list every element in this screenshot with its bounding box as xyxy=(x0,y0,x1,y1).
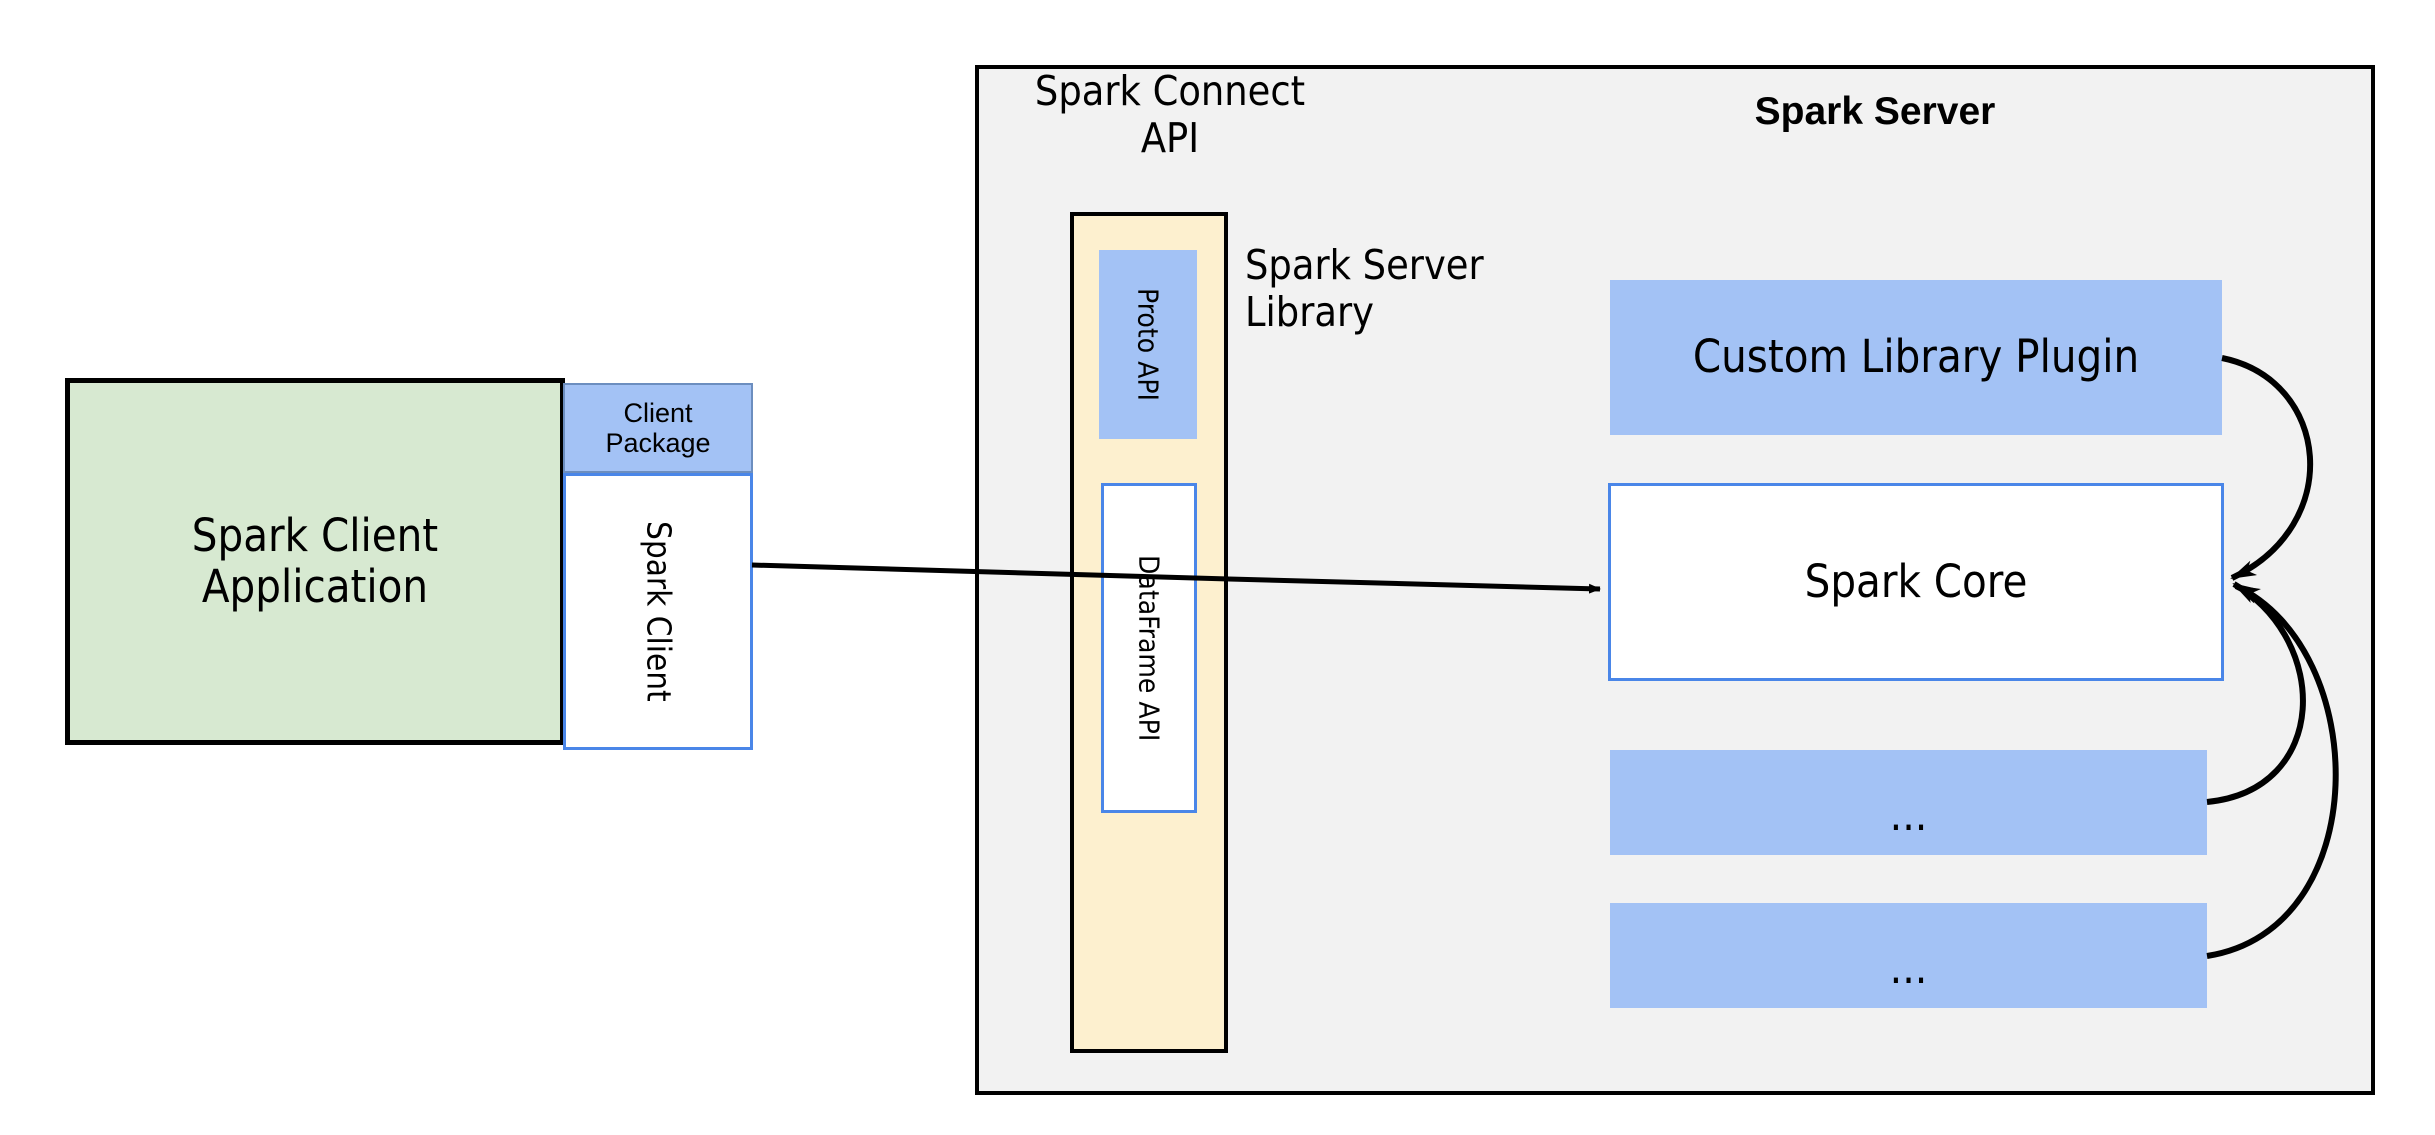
dataframe-api-label: DataFrame API xyxy=(1132,554,1166,742)
proto-api-box[interactable]: Proto API xyxy=(1099,250,1197,439)
spark-server-title: Spark Server xyxy=(1754,90,1996,133)
spark-core-box[interactable]: Spark Core xyxy=(1608,483,2224,681)
spark-client-label: Spark Client xyxy=(639,521,679,702)
spark-client-box[interactable]: Spark Client xyxy=(563,473,753,750)
client-package-box[interactable]: Client Package xyxy=(563,383,753,473)
spark-server-library-label: Spark Server Library xyxy=(1245,241,1484,337)
server-component-ellipsis-1[interactable]: ... xyxy=(1610,750,2207,855)
proto-api-label: Proto API xyxy=(1131,288,1165,401)
dataframe-api-box[interactable]: DataFrame API xyxy=(1101,483,1197,813)
server-component-ellipsis-2[interactable]: ... xyxy=(1610,903,2207,1008)
spark-connect-api-label: Spark Connect API xyxy=(1034,67,1306,163)
spark-client-application-box[interactable]: Spark Client Application xyxy=(65,378,565,745)
custom-library-plugin-box[interactable]: Custom Library Plugin xyxy=(1610,280,2222,435)
